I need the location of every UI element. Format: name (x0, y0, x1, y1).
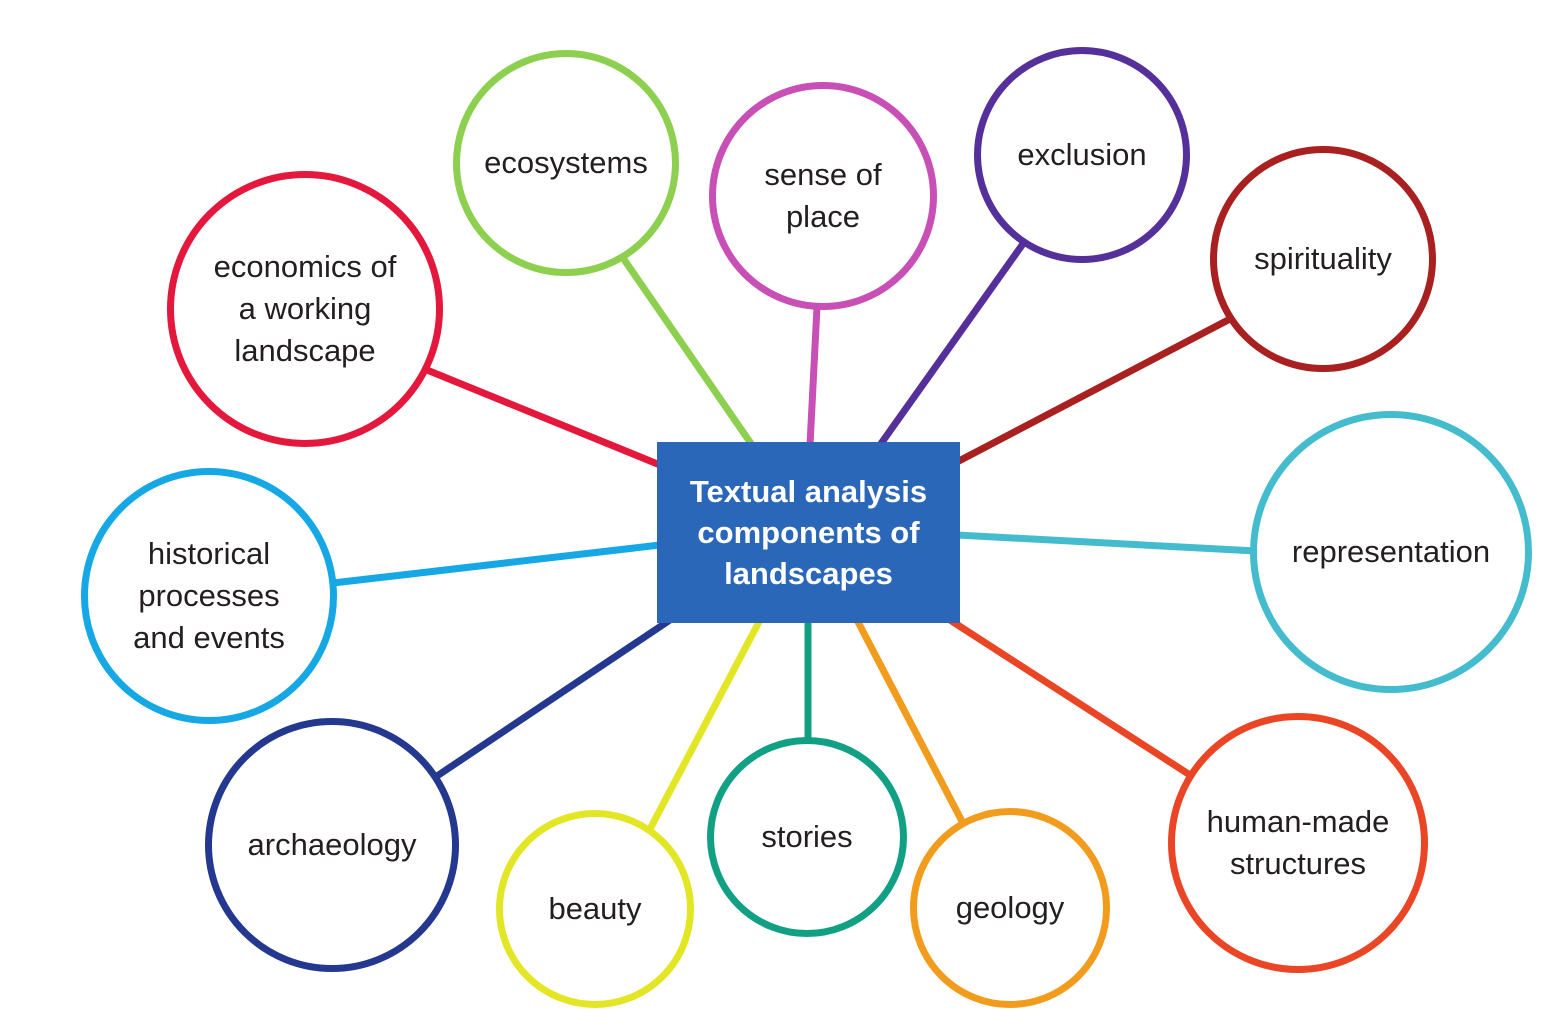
node-spirituality: spirituality (1210, 146, 1436, 372)
node-label-geology: geology (955, 890, 1065, 925)
connector-ecosystems (620, 256, 755, 447)
node-label-economics: economics of a working landscape (213, 249, 397, 368)
node-exclusion: exclusion (974, 47, 1190, 263)
connector-exclusion (877, 238, 1028, 448)
node-geology: geology (910, 808, 1110, 1008)
node-label-spirituality: spirituality (1254, 241, 1392, 276)
central-topic-box: Textual analysis components of landscape… (657, 442, 960, 623)
node-economics: economics of a working landscape (167, 171, 443, 447)
connector-representation (956, 531, 1257, 555)
node-sense-of-place: sense of place (709, 82, 937, 310)
connector-beauty (646, 618, 764, 831)
node-label-beauty: beauty (548, 891, 642, 926)
node-label-archaeology: archaeology (247, 827, 417, 862)
node-human-made-structures: human-made structures (1168, 713, 1428, 973)
connector-human (948, 617, 1192, 778)
connector-geology (853, 618, 969, 829)
node-label-exclusion: exclusion (1017, 137, 1147, 172)
node-label-stories: stories (761, 819, 853, 854)
connector-spirituality (955, 315, 1232, 466)
node-representation: representation (1250, 411, 1532, 693)
connector-economics (425, 366, 662, 469)
node-label-sense-of-place: sense of place (764, 157, 882, 234)
connector-archaeology (435, 617, 672, 779)
node-label-ecosystems: ecosystems (484, 145, 648, 180)
node-label-representation: representation (1291, 534, 1491, 569)
connector-historical (332, 541, 661, 587)
node-label-historical: historical processes and events (133, 536, 285, 655)
node-label-human-made-structures: human-made structures (1206, 804, 1390, 881)
node-historical: historical processes and events (81, 468, 337, 724)
connector-sense (806, 306, 821, 446)
node-archaeology: archaeology (205, 718, 459, 972)
node-ecosystems: ecosystems (453, 50, 679, 276)
node-beauty: beauty (496, 810, 694, 1008)
central-topic-label: Textual analysis components of landscape… (689, 474, 928, 591)
node-stories: stories (707, 737, 907, 937)
